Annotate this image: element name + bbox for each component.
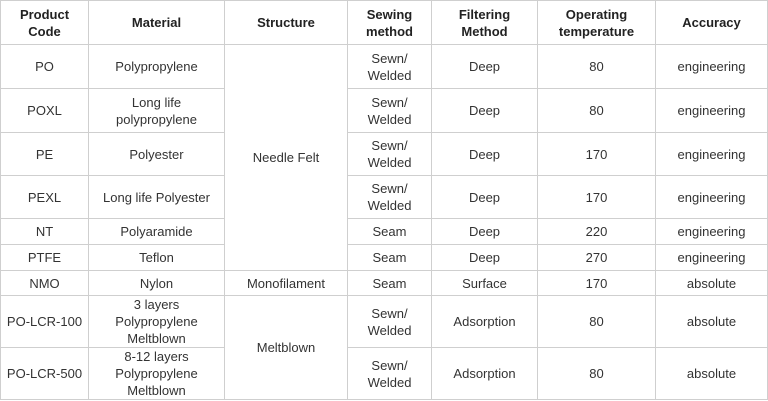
cell-product-code: PTFE <box>0 244 89 271</box>
cell-sewing-method: Seam <box>347 270 432 296</box>
cell-filtering-method: Deep <box>431 244 538 271</box>
cell-operating-temperature: 170 <box>537 270 656 296</box>
cell-sewing-method: Sewn/ Welded <box>347 295 432 348</box>
cell-filtering-method: Deep <box>431 132 538 176</box>
header-filtering-method: Filtering Method <box>431 0 538 45</box>
cell-accuracy: absolute <box>655 295 768 348</box>
table-row: PEXL Long life Polyester Sewn/ Welded De… <box>0 175 768 219</box>
table-row: POXL Long life polypropylene Sewn/ Welde… <box>0 88 768 133</box>
cell-filtering-method: Deep <box>431 44 538 89</box>
cell-material: Polyaramide <box>88 218 225 245</box>
cell-sewing-method: Sewn/ Welded <box>347 88 432 133</box>
cell-product-code: PO-LCR-100 <box>0 295 89 348</box>
header-row: Product Code Material Structure Sewing m… <box>0 0 768 45</box>
cell-accuracy: engineering <box>655 132 768 176</box>
table-row: PO-LCR-100 3 layers Polypropylene Meltbl… <box>0 295 768 400</box>
cell-sewing-method: Sewn/ Welded <box>347 347 432 400</box>
table-row: PTFE Teflon Seam Deep 270 engineering <box>0 244 768 271</box>
cell-product-code: NT <box>0 218 89 245</box>
cell-product-code: PEXL <box>0 175 89 219</box>
table-row: PO-LCR-500 8-12 layers Polypropylene Mel… <box>0 347 768 400</box>
cell-sewing-method: Sewn/ Welded <box>347 132 432 176</box>
cell-operating-temperature: 80 <box>537 88 656 133</box>
cell-operating-temperature: 170 <box>537 175 656 219</box>
cell-operating-temperature: 80 <box>537 347 656 400</box>
cell-accuracy: engineering <box>655 218 768 245</box>
header-material: Material <box>88 0 225 45</box>
cell-product-code: PE <box>0 132 89 176</box>
cell-material: Teflon <box>88 244 225 271</box>
cell-sewing-method: Sewn/ Welded <box>347 44 432 89</box>
cell-material: Polypropylene <box>88 44 225 89</box>
cell-accuracy: absolute <box>655 347 768 400</box>
cell-operating-temperature: 170 <box>537 132 656 176</box>
cell-product-code: NMO <box>0 270 89 296</box>
cell-filtering-method: Adsorption <box>431 347 538 400</box>
table-row: PE Polyester Sewn/ Welded Deep 170 engin… <box>0 132 768 176</box>
cell-accuracy: engineering <box>655 244 768 271</box>
cell-accuracy: absolute <box>655 270 768 296</box>
cell-operating-temperature: 80 <box>537 295 656 348</box>
cell-filtering-method: Adsorption <box>431 295 538 348</box>
table-row: PO Polypropylene Needle Felt Sewn/ Welde… <box>0 44 768 271</box>
cell-accuracy: engineering <box>655 88 768 133</box>
table-row: NT Polyaramide Seam Deep 220 engineering <box>0 218 768 245</box>
cell-product-code: PO-LCR-500 <box>0 347 89 400</box>
cell-sewing-method: Seam <box>347 244 432 271</box>
cell-product-code: POXL <box>0 88 89 133</box>
cell-structure-group: Monofilament <box>224 270 348 296</box>
cell-structure-group: Meltblown <box>224 295 348 400</box>
cell-structure-group: Needle Felt <box>224 44 348 271</box>
header-product-code: Product Code <box>0 0 89 45</box>
cell-accuracy: engineering <box>655 175 768 219</box>
header-sewing-method: Sewing method <box>347 0 432 45</box>
cell-material: Long life Polyester <box>88 175 225 219</box>
header-operating-temperature: Operating temperature <box>537 0 656 45</box>
cell-material: 8-12 layers Polypropylene Meltblown <box>88 347 225 400</box>
cell-operating-temperature: 220 <box>537 218 656 245</box>
cell-operating-temperature: 270 <box>537 244 656 271</box>
cell-material: Polyester <box>88 132 225 176</box>
cell-accuracy: engineering <box>655 44 768 89</box>
cell-sewing-method: Sewn/ Welded <box>347 175 432 219</box>
cell-filtering-method: Deep <box>431 88 538 133</box>
table-row: NMO Nylon Monofilament Seam Surface 170 … <box>0 270 768 296</box>
cell-material: Long life polypropylene <box>88 88 225 133</box>
cell-product-code: PO <box>0 44 89 89</box>
cell-sewing-method: Seam <box>347 218 432 245</box>
cell-operating-temperature: 80 <box>537 44 656 89</box>
cell-filtering-method: Surface <box>431 270 538 296</box>
header-accuracy: Accuracy <box>655 0 768 45</box>
cell-material: 3 layers Polypropylene Meltblown <box>88 295 225 348</box>
header-structure: Structure <box>224 0 348 45</box>
cell-filtering-method: Deep <box>431 218 538 245</box>
cell-material: Nylon <box>88 270 225 296</box>
cell-filtering-method: Deep <box>431 175 538 219</box>
